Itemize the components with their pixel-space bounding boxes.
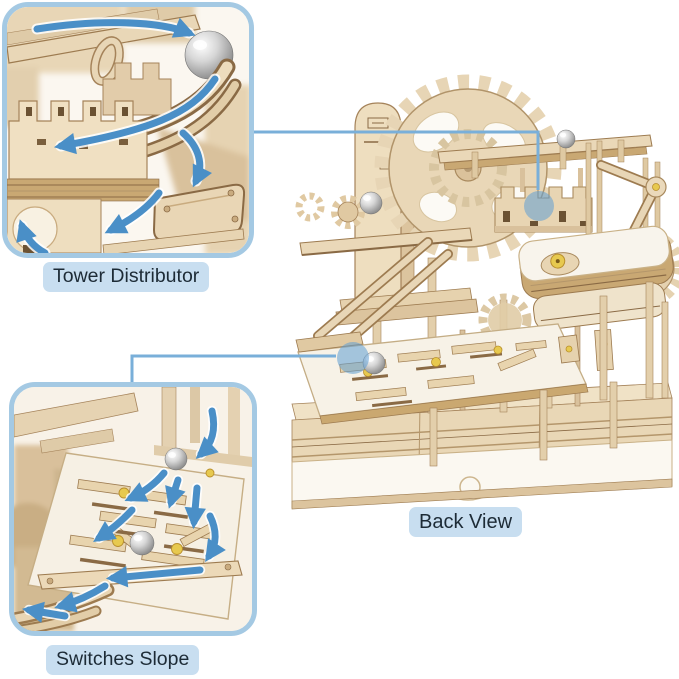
metal-marble (129, 530, 155, 556)
flow-arrow (179, 129, 212, 188)
upper-platform (518, 225, 674, 331)
flow-arrow (33, 17, 196, 38)
switch-deck (295, 323, 614, 425)
flow-arrow (16, 219, 49, 253)
flow-arrow (184, 484, 206, 530)
flow-arrow (104, 189, 163, 234)
switches-slope-illustration (14, 387, 252, 631)
marble-path-arrows (16, 17, 221, 253)
flow-arrow (53, 75, 219, 155)
caption-switches-slope: Switches Slope (46, 645, 200, 675)
flow-arrow (124, 469, 168, 502)
metal-marble (164, 447, 188, 471)
metal-marble (359, 191, 383, 215)
metal-marble (556, 129, 576, 149)
metal-marble (362, 351, 386, 375)
caption-back-view: Back View (409, 507, 523, 538)
flow-arrow (205, 512, 226, 562)
flow-arrow (105, 566, 204, 588)
flow-arrow (93, 506, 136, 542)
callout-switches-slope (9, 382, 257, 636)
left-marble-station (295, 191, 473, 256)
flow-arrow (195, 407, 219, 459)
flow-arrow (165, 476, 186, 509)
tower-distributor-illustration (7, 7, 249, 253)
support-posts-front (429, 281, 669, 467)
flow-arrow (21, 601, 69, 623)
marble-path-arrows (21, 405, 226, 623)
flow-arrow (54, 582, 109, 613)
caption-tower-distributor: Tower Distributor (43, 262, 210, 292)
callout-tower-distributor (2, 2, 254, 258)
